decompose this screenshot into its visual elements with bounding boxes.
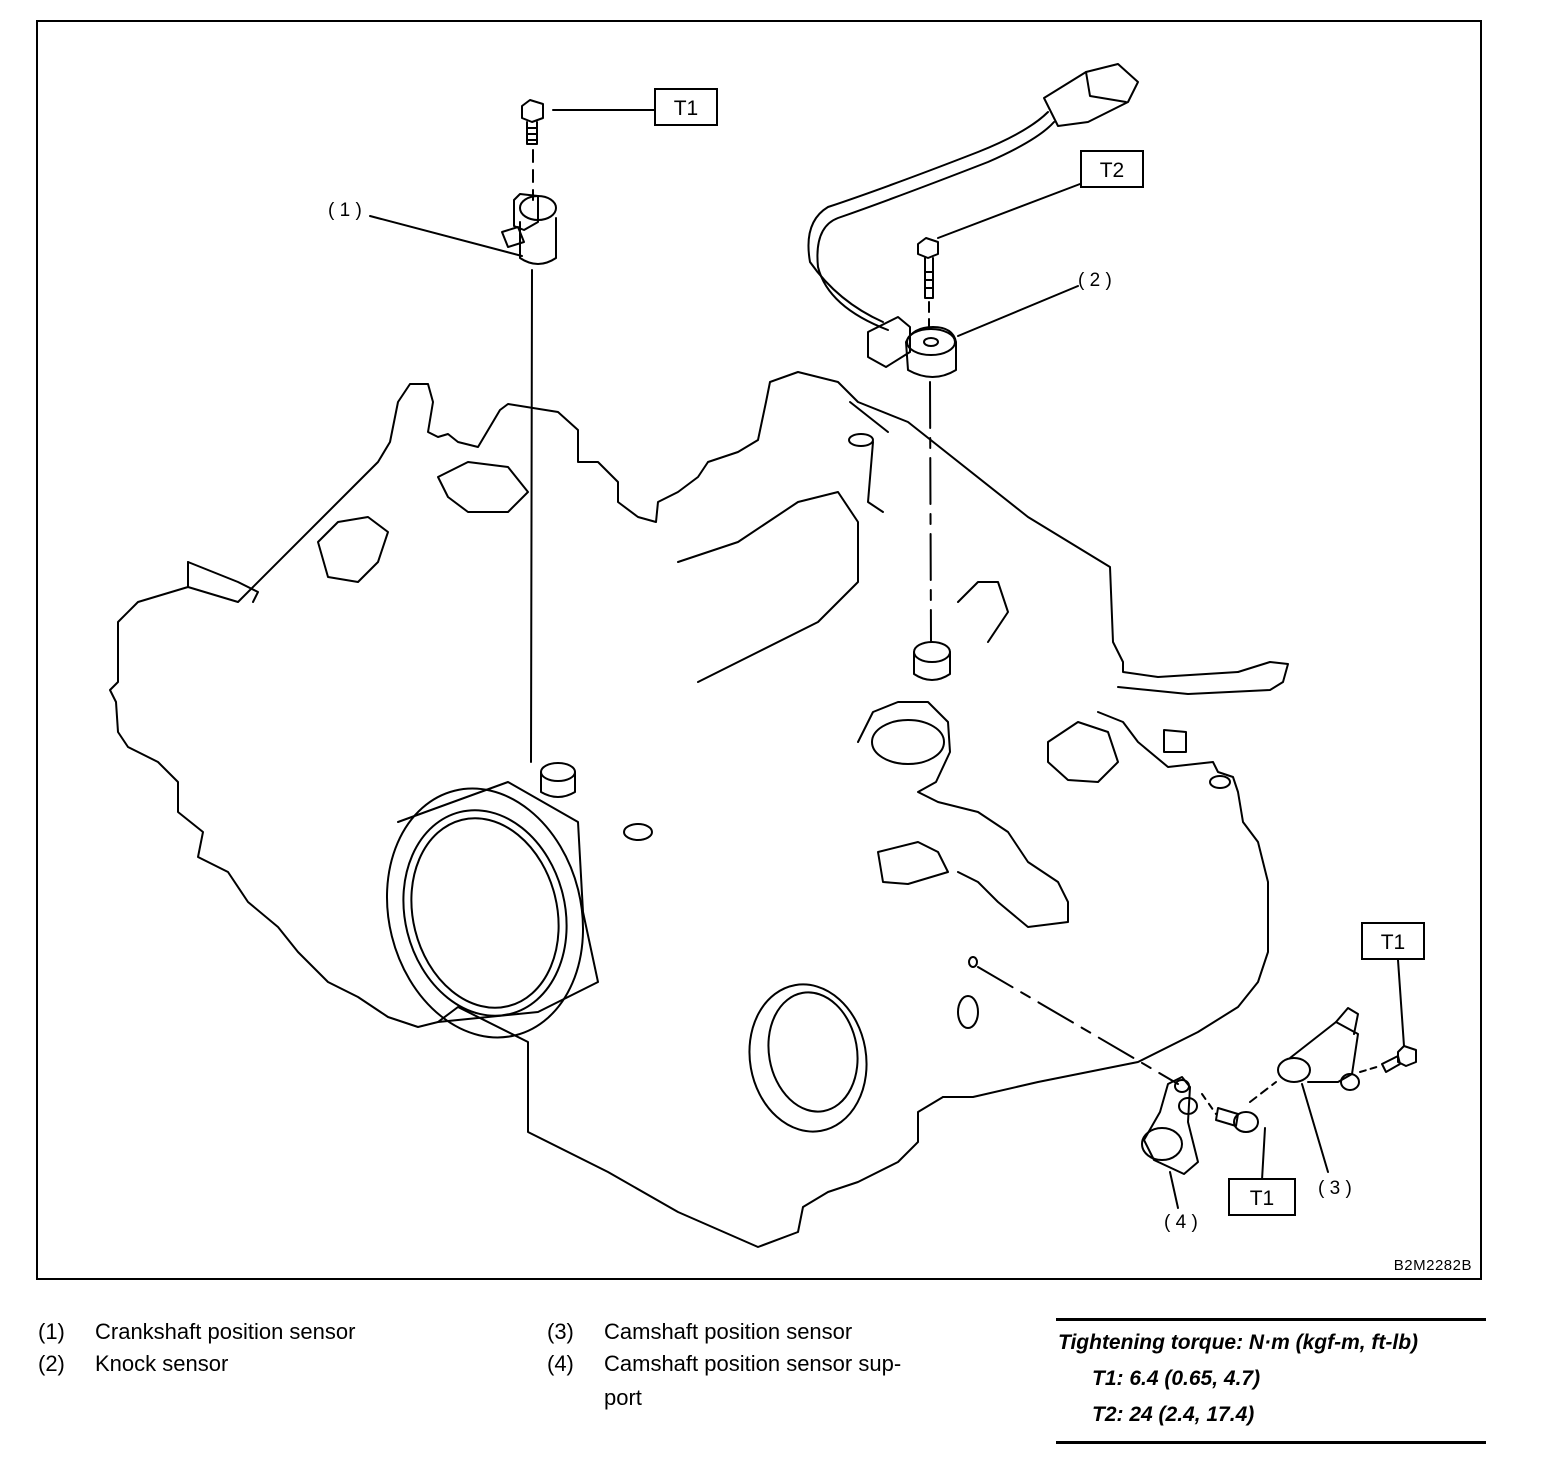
torque-t2-spec: T2: 24 (2.4, 17.4) (1092, 1403, 1255, 1426)
figure-id: B2M2282B (1393, 1257, 1472, 1274)
legend-label: Knock sensor (95, 1351, 229, 1376)
engine-line-drawing (109, 63, 1417, 1248)
legend-col-1: (1) Crankshaft position sensor (2) Knock… (38, 1316, 518, 1380)
legend-number: (4) (547, 1351, 574, 1376)
callout-2: ( 2 ) (1078, 270, 1112, 291)
legend-number: (3) (547, 1319, 574, 1344)
legend-item: (3) Camshaft position sensor (547, 1316, 1027, 1348)
torque-tag-t1-top: T1 (654, 88, 718, 126)
legend-number: (2) (38, 1351, 65, 1376)
tightening-torque-box: Tightening torque: N·m (kgf-m, ft-lb) T1… (1056, 1318, 1486, 1444)
legend-number: (1) (38, 1319, 65, 1344)
torque-t1-spec: T1: 6.4 (0.65, 4.7) (1092, 1367, 1261, 1390)
callout-4: ( 4 ) (1164, 1212, 1198, 1233)
torque-heading: Tightening torque: N·m (kgf-m, ft-lb) (1058, 1331, 1419, 1354)
legend-item: (2) Knock sensor (38, 1348, 518, 1380)
legend-item: (4) Camshaft position sensor sup- port (547, 1348, 1027, 1414)
legend-label: Camshaft position sensor (604, 1319, 853, 1344)
legend-label-line-1: Camshaft position sensor sup- (604, 1351, 902, 1376)
callout-1: ( 1 ) (328, 200, 362, 221)
torque-tag-t2: T2 (1080, 150, 1144, 188)
engine-sensor-diagram: ( 1 ) ( 2 ) ( 3 ) ( 4 ) T1 T2 T1 T1 B2M2… (36, 20, 1482, 1280)
legend-col-2: (3) Camshaft position sensor (4) Camshaf… (547, 1316, 1027, 1416)
legend-item: (1) Crankshaft position sensor (38, 1316, 518, 1348)
legend-label: Crankshaft position sensor (95, 1319, 356, 1344)
torque-tag-t1-right: T1 (1361, 922, 1425, 960)
callout-3: ( 3 ) (1318, 1178, 1352, 1199)
torque-tag-t1-bottom: T1 (1228, 1178, 1296, 1216)
legend-label-line-2: port (604, 1385, 642, 1410)
